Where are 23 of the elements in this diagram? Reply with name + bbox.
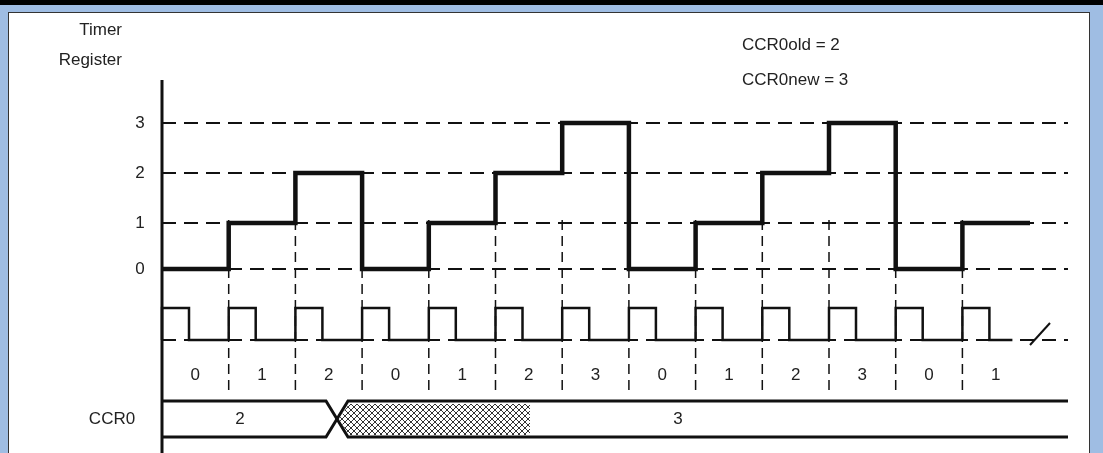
count-label: 2 xyxy=(524,365,534,385)
count-label: 2 xyxy=(324,365,334,385)
bus-value: 2 xyxy=(235,409,245,429)
count-label: 1 xyxy=(991,365,1001,385)
count-label: 2 xyxy=(790,365,801,385)
tick-label: 1 xyxy=(135,213,145,233)
annotation: CCR0old = 2 xyxy=(742,35,840,55)
signal-label: CCR0 xyxy=(88,409,136,429)
count-label: 1 xyxy=(257,365,267,385)
annotation: CCR0new = 3 xyxy=(742,70,849,90)
axis-title: Timer Register xyxy=(57,19,122,71)
tick-label: 3 xyxy=(135,113,145,133)
bus-value: 3 xyxy=(673,409,683,429)
count-label: 0 xyxy=(190,365,201,385)
count-label: 1 xyxy=(724,365,734,385)
count-label: 3 xyxy=(590,365,601,385)
count-label: 0 xyxy=(924,365,934,385)
count-label: 3 xyxy=(857,365,868,385)
tick-label: 0 xyxy=(135,259,145,279)
count-label: 1 xyxy=(457,365,467,385)
tick-label: 2 xyxy=(135,163,145,183)
count-label: 0 xyxy=(390,365,401,385)
count-label: 0 xyxy=(657,365,667,385)
